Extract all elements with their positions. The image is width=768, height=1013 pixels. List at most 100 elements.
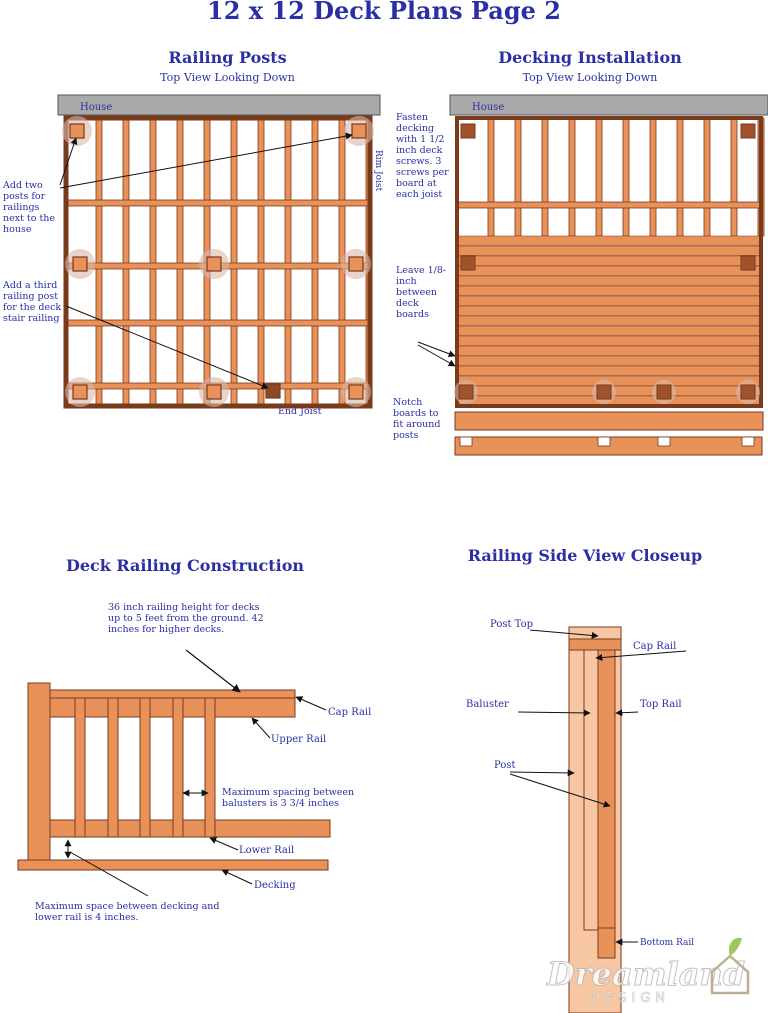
arrow-gap-2 — [417, 344, 456, 367]
joist — [149, 117, 157, 407]
railing-post — [740, 123, 756, 139]
deck-board — [456, 245, 762, 256]
lower-rail-label: Lower Rail — [239, 845, 294, 856]
house-label: House — [80, 102, 112, 113]
deck-board — [456, 295, 762, 306]
page-title: 12 x 12 Deck Plans Page 2 — [207, 0, 561, 25]
joist — [230, 117, 238, 407]
arrow-post-1 — [509, 769, 575, 777]
joists — [487, 117, 765, 237]
note-notch-boards: Notch boards to fit around posts — [393, 397, 441, 441]
joist — [541, 117, 549, 237]
house-wall — [57, 94, 381, 116]
joist — [122, 117, 130, 407]
decking-board — [17, 859, 329, 871]
railing-post — [69, 123, 85, 139]
cap-rail-label: Cap Rail — [328, 707, 371, 718]
joist — [176, 117, 184, 407]
blocking — [65, 199, 371, 390]
note-railing-height: 36 inch railing height for decks up to 5… — [108, 602, 264, 635]
end-joist-label: End Joist — [278, 406, 322, 417]
leaf-icon — [728, 937, 742, 956]
post-top — [568, 626, 622, 640]
balusters — [74, 697, 216, 838]
board-notch — [597, 436, 611, 447]
cap-rail — [49, 689, 296, 699]
board-notch — [459, 436, 473, 447]
board-notch — [741, 436, 755, 447]
railing-post — [206, 384, 222, 400]
baluster — [172, 697, 184, 838]
deck-board — [456, 325, 762, 336]
baluster — [139, 697, 151, 838]
deck-board — [456, 285, 762, 296]
note-baluster-spacing: Maximum spacing between balusters is 3 3… — [222, 787, 355, 809]
arrow-lower-rail — [209, 837, 239, 851]
arrow-cap-rail — [595, 650, 687, 662]
joist — [257, 117, 265, 407]
arrow-gap — [417, 341, 456, 358]
blocking-row — [456, 201, 762, 209]
joist — [487, 117, 495, 237]
railing-post — [351, 123, 367, 139]
arrow-upper-rail — [251, 717, 271, 739]
joist — [514, 117, 522, 237]
deck-board — [456, 265, 762, 276]
arrow-post-2 — [509, 773, 611, 808]
blocking — [456, 201, 762, 209]
joist — [676, 117, 684, 237]
board-notches — [459, 436, 755, 447]
arrow-third-post — [65, 305, 269, 389]
railing-side-view-drawing: Post Top Cap Rail Baluster Top Rail Post… — [466, 619, 694, 1013]
rim-frame — [455, 116, 763, 408]
notched-board-1 — [454, 411, 764, 431]
railing-posts-plan: House Rim Joist End Joist — [57, 94, 383, 417]
blocking-row — [65, 319, 371, 327]
railing-posts-subtitle: Top View Looking Down — [160, 71, 295, 84]
arrow-post-left — [59, 137, 78, 186]
deck-board — [456, 305, 762, 316]
railing-post — [596, 384, 612, 400]
railing-post — [348, 384, 364, 400]
deck-board — [456, 255, 762, 266]
house-icon — [710, 954, 750, 995]
deck-boards — [456, 235, 762, 406]
note-third-post: Add a third railing post for the deck st… — [3, 280, 62, 324]
house-label: House — [472, 102, 504, 113]
arrow-baluster — [517, 709, 591, 717]
bottom-rail-label: Bottom Rail — [640, 938, 694, 948]
joist — [595, 117, 603, 237]
railing-post — [348, 256, 364, 272]
railing-post — [72, 384, 88, 400]
side-cap-rail-label: Cap Rail — [633, 641, 676, 652]
note-lower-rail-gap: Maximum space between decking and lower … — [35, 901, 220, 923]
dreamland-design-logo: Dreamland DESIGN — [546, 937, 750, 1006]
railing-post — [740, 384, 756, 400]
deck-railing-construction-title: Deck Railing Construction — [65, 556, 305, 575]
arrow-decking — [221, 869, 253, 885]
arrow-cap-rail — [295, 696, 327, 711]
joist — [311, 117, 319, 407]
railing-post — [460, 123, 476, 139]
deck-railing-construction-drawing: Cap Rail Upper Rail Lower Rail Decking — [17, 649, 371, 897]
rim-joist-label: Rim Joist — [373, 150, 383, 192]
railing-post — [27, 682, 51, 861]
railing-post — [206, 256, 222, 272]
post-label: Post — [494, 760, 516, 771]
post-top-label: Post Top — [490, 619, 533, 630]
joist — [730, 117, 738, 237]
baluster-label: Baluster — [466, 699, 509, 710]
deck-board — [456, 235, 762, 246]
joist — [649, 117, 657, 237]
railing-post — [72, 256, 88, 272]
house-wall — [449, 94, 768, 116]
logo-text: Dreamland — [546, 955, 745, 993]
bottom-rail-profile — [597, 927, 616, 959]
top-rail-profile — [597, 649, 616, 929]
joists — [95, 117, 373, 407]
decking-label: Decking — [254, 880, 296, 891]
railing-post — [458, 384, 474, 400]
joist — [703, 117, 711, 237]
joist — [622, 117, 630, 237]
deck-board — [456, 345, 762, 356]
